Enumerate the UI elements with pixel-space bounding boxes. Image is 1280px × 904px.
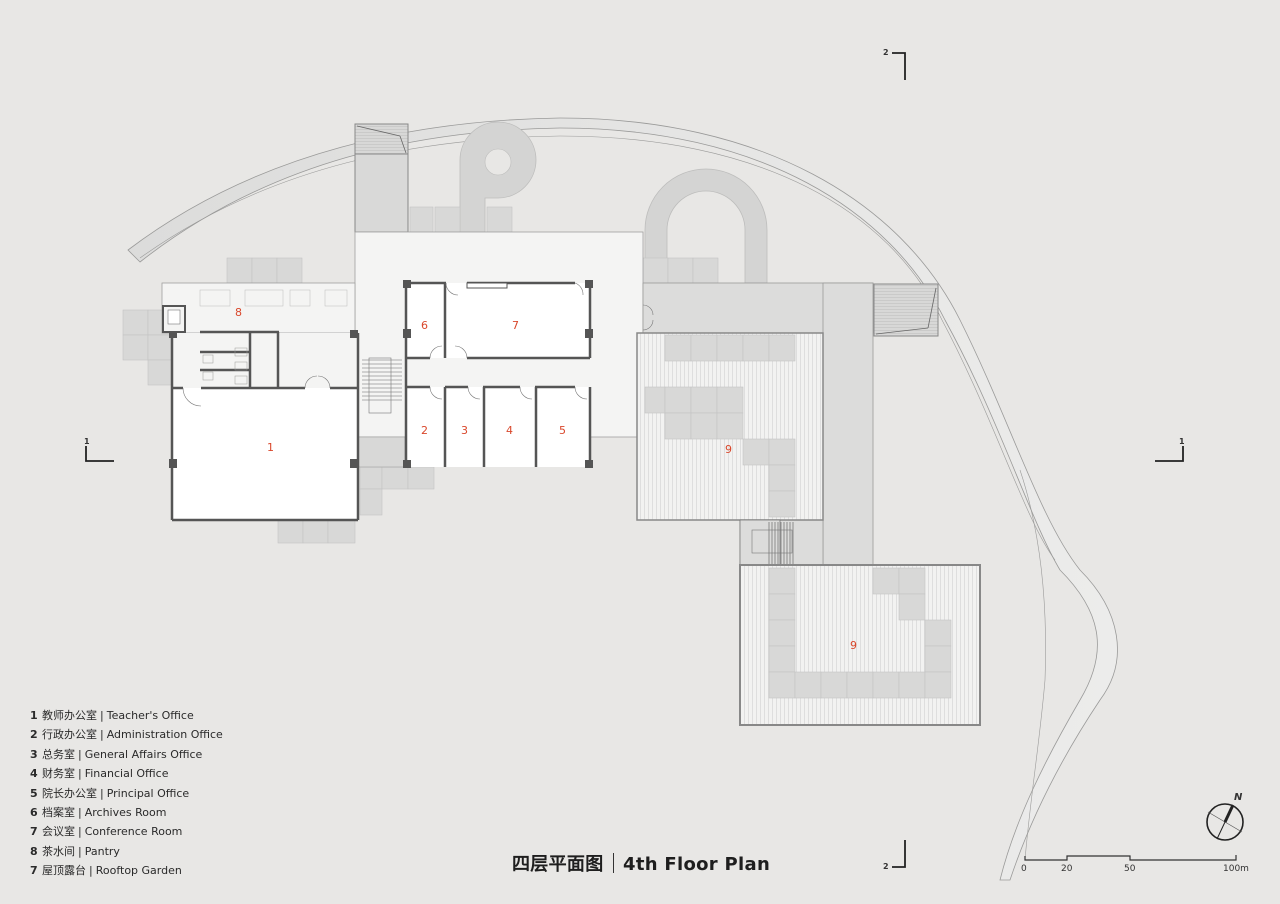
room-label-2: 2 [421, 424, 428, 437]
west-block [162, 289, 360, 522]
north-stair-tower [354, 123, 409, 233]
room-label-1: 1 [267, 441, 274, 454]
north-label: N [1234, 792, 1243, 803]
scale-tick-50: 50 [1124, 864, 1136, 874]
scale-tick-20: 20 [1061, 864, 1073, 874]
room-label-5: 5 [559, 424, 566, 437]
room-label-4: 4 [506, 424, 513, 437]
section-markers [85, 52, 1184, 868]
rooftop-garden-north [636, 332, 824, 521]
pantry-furniture [199, 289, 348, 307]
section-marker-1-right: 1 [1179, 437, 1185, 446]
plan-title-zh: 四层平面图 [512, 854, 604, 875]
section-marker-2-bottom: 2 [883, 862, 889, 871]
scale-bar [1024, 855, 1237, 861]
title-divider [612, 853, 614, 873]
room-label-3: 3 [461, 424, 468, 437]
central-offices [362, 280, 654, 468]
plan-title-en: 4th Floor Plan [623, 854, 771, 875]
room-label-8: 8 [235, 306, 242, 319]
rooftop-garden-south [739, 564, 981, 726]
room-labels: 1 2 3 4 5 6 7 8 9 9 [235, 306, 857, 652]
plan-title: 四层平面图 4th Floor Plan [512, 850, 770, 876]
scale-tick-100m: 100m [1223, 864, 1249, 874]
paving-squares [122, 206, 719, 544]
north-arrow-icon [1206, 803, 1244, 841]
room-label-6: 6 [421, 319, 428, 332]
room-label-9-north: 9 [725, 443, 732, 456]
section-marker-1-left: 1 [84, 437, 90, 446]
room-label-7: 7 [512, 319, 519, 332]
arc-walkway [127, 117, 1118, 881]
scale-tick-0: 0 [1021, 864, 1027, 874]
room-label-9-south: 9 [850, 639, 857, 652]
section-marker-2-top: 2 [883, 48, 889, 57]
arch-ramp [644, 168, 768, 284]
terrace-stair [739, 519, 795, 566]
p-shaped-ramp [459, 121, 537, 233]
